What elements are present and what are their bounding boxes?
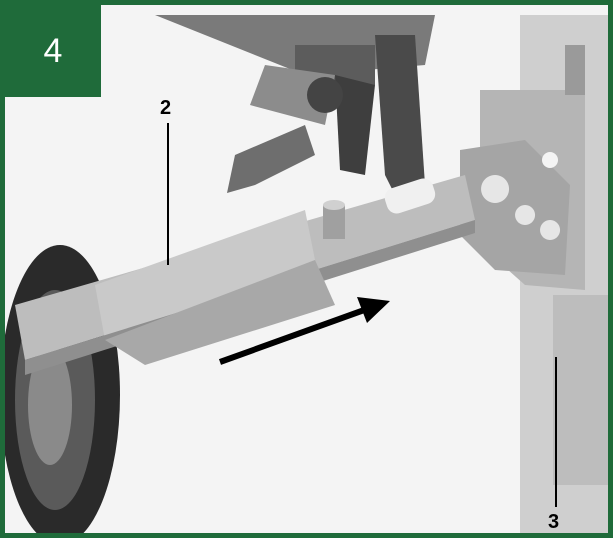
direction-arrow [218,297,390,365]
callout-label-2: 2 [160,97,172,119]
drawbar [15,175,475,375]
callout-leader-2 [167,123,169,265]
callout-label-3: 3 [548,511,560,533]
callout-leader-3 [555,357,557,507]
machine-photo [5,5,608,533]
hitch-bracket [460,15,608,533]
step-number-badge: 4 [5,5,101,97]
tine-assembly [155,15,435,205]
